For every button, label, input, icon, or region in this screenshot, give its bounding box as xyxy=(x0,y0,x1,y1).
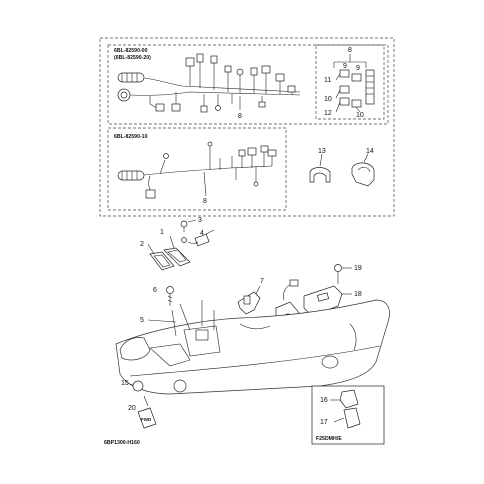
part-20-fwd-label: FWD xyxy=(137,395,157,429)
inset-part-17 xyxy=(333,407,361,429)
callout-10a: 10 xyxy=(324,96,332,103)
inset-part-16 xyxy=(330,389,359,409)
harness-box-outline xyxy=(99,37,395,217)
harness-box-lower-outline xyxy=(107,127,287,211)
part-4-connector xyxy=(181,229,215,247)
callout-6: 6 xyxy=(153,287,157,294)
connector-group xyxy=(333,54,375,113)
callout-12: 12 xyxy=(324,110,332,117)
callout-7: 7 xyxy=(260,278,264,285)
part-2-seal xyxy=(147,243,175,271)
callout-1: 1 xyxy=(160,229,164,236)
part-19-bolt xyxy=(334,264,352,284)
wire-harness-lower xyxy=(117,141,277,199)
part-7-bracket xyxy=(237,285,261,315)
part-6-bolt xyxy=(166,286,174,306)
diagram-code: 6BP1300-H160 xyxy=(104,440,140,446)
callout-15: 15 xyxy=(121,380,129,387)
callout-4: 4 xyxy=(200,230,204,237)
callout-16b: 16 xyxy=(320,397,328,404)
callout-18: 18 xyxy=(354,291,362,298)
callout-8c: 8 xyxy=(203,198,207,205)
callout-20: 20 xyxy=(128,405,136,412)
callout-3: 3 xyxy=(198,217,202,224)
bottom-cowling xyxy=(115,299,390,395)
callout-9b: 9 xyxy=(356,65,360,72)
callout-5-leader xyxy=(147,319,177,323)
callout-8a: 8 xyxy=(238,113,242,120)
harness-code-primary: 6BL-82590-00 xyxy=(114,48,148,54)
wire-harness-upper xyxy=(117,53,301,113)
callout-10b: 10 xyxy=(356,112,364,119)
part-18-plate xyxy=(303,285,352,317)
part-3-screw xyxy=(180,219,197,232)
fwd-label-text: FWD xyxy=(141,417,152,422)
clamp-14 xyxy=(351,153,375,187)
harness-code-primary-alt: (6BL-82590-20) xyxy=(114,55,151,61)
callout-19: 19 xyxy=(354,265,362,272)
part-15-plug xyxy=(129,380,144,392)
callout-14: 14 xyxy=(366,148,374,155)
callout-8b: 8 xyxy=(348,47,352,54)
callout-9a: 9 xyxy=(343,63,347,70)
callout-5: 5 xyxy=(140,317,144,324)
callout-17b: 17 xyxy=(320,419,328,426)
clamp-13 xyxy=(309,153,331,183)
part-1-grommet xyxy=(163,235,191,267)
harness-code-secondary: 6BL-82590-10 xyxy=(114,134,148,140)
callout-11: 11 xyxy=(324,77,331,84)
harness-box-upper-outline xyxy=(107,44,389,125)
callout-13: 13 xyxy=(318,148,326,155)
inset-model-label: F25DMH/E xyxy=(316,436,342,442)
callout-2: 2 xyxy=(140,241,144,248)
connector-subbox-outline xyxy=(315,44,385,120)
